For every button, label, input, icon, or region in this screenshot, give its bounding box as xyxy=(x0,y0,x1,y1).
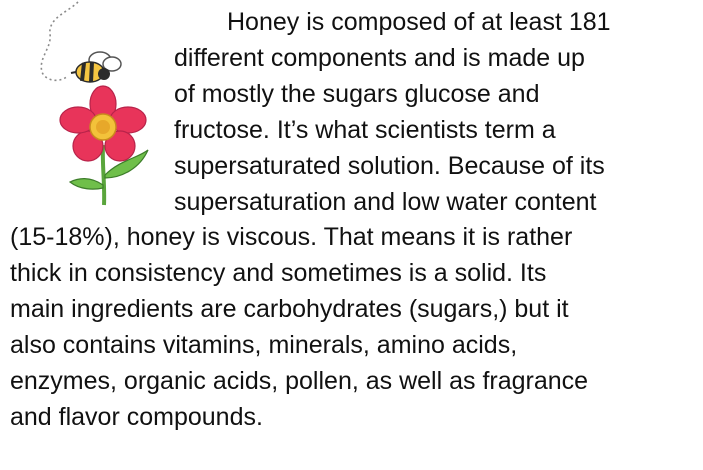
bee-and-flower-icon xyxy=(8,0,158,210)
bee-wing xyxy=(102,56,122,72)
flower-center-inner xyxy=(96,120,110,134)
paragraph-line: main ingredients are carbohydrates (suga… xyxy=(10,295,569,323)
paragraph-line: thick in consistency and sometimes is a … xyxy=(10,259,547,287)
bee-stripe xyxy=(89,61,94,83)
paragraph-line: enzymes, organic acids, pollen, as well … xyxy=(10,367,589,395)
paragraph-line: different components and is made up xyxy=(174,44,585,72)
paragraph-line: supersaturated solution. Because of its xyxy=(174,152,605,180)
flower-stem xyxy=(100,144,107,206)
paragraph-line: (15-18%), honey is viscous. That means i… xyxy=(10,223,573,251)
flower-leaf xyxy=(104,149,149,179)
paragraph-line: and flavor compounds. xyxy=(10,403,263,431)
paragraph-line: of mostly the sugars glucose and xyxy=(174,80,540,108)
paragraph-line: Honey is composed of at least 181 xyxy=(227,8,611,36)
paragraph-line: fructose. It’s what scientists term a xyxy=(174,116,556,144)
bee-stinger xyxy=(70,71,77,74)
bee-head xyxy=(98,68,110,80)
bee-and-flower-graphic xyxy=(40,1,149,206)
flower-leaf xyxy=(68,178,104,190)
flower-petals xyxy=(59,85,147,162)
flight-path xyxy=(40,1,79,82)
bee-stripe xyxy=(80,62,86,82)
paragraph-line: supersaturation and low water content xyxy=(174,188,597,216)
paragraph-line: also contains vitamins, minerals, amino … xyxy=(10,331,518,359)
